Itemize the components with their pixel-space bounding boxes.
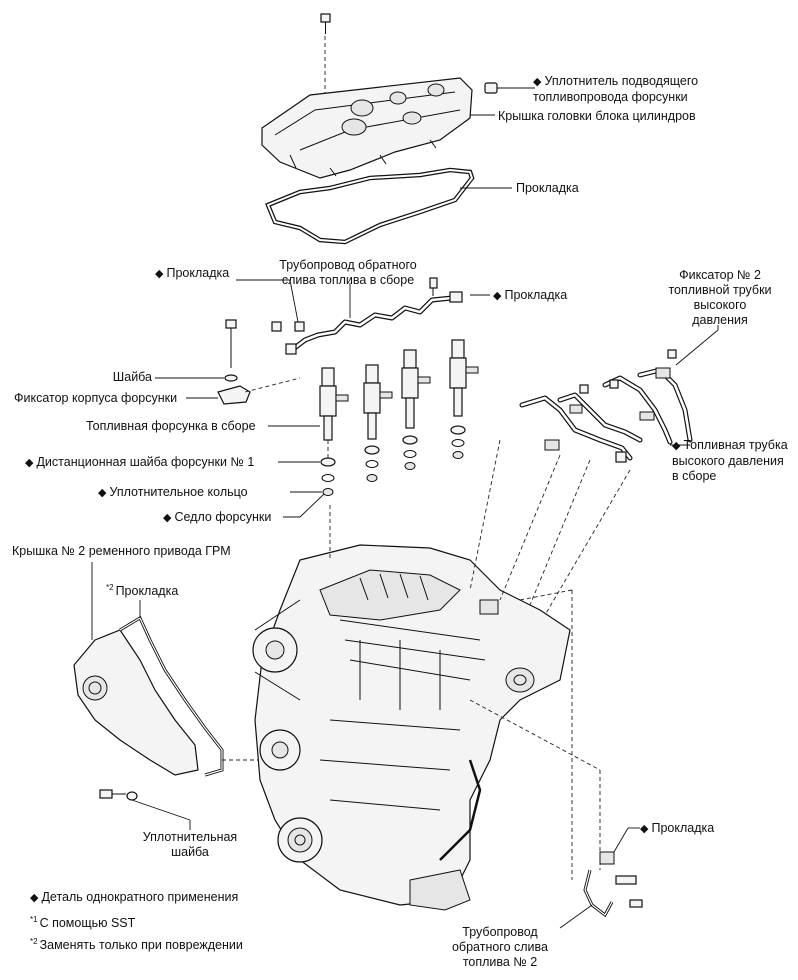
label-sealing-washer: Уплотнительная шайба xyxy=(142,830,238,859)
cylinder-head-cover xyxy=(261,77,473,179)
label-injector-seat: ◆Седло форсунки xyxy=(163,510,272,524)
legend-non-reusable: ◆Деталь однократного применения xyxy=(30,890,239,904)
timing-belt-cover-2 xyxy=(73,562,260,777)
label-injector-clamp: Фиксатор корпуса форсунки xyxy=(14,391,178,405)
label-injector-seal: ◆Уплотнитель подводящего топливопровода … xyxy=(533,74,699,104)
injector-3 xyxy=(401,349,431,470)
cover-bolt xyxy=(320,13,331,34)
injector-4 xyxy=(449,339,479,459)
label-injector-spacer: ◆Дистанционная шайба форсунки № 1 xyxy=(25,455,255,469)
high-pressure-pipe-assembly xyxy=(519,325,719,463)
label-cylinder-head-cover: Крышка головки блока цилиндров xyxy=(498,109,696,123)
label-o-ring: ◆Уплотнительное кольцо xyxy=(98,485,248,499)
fuel-return-pipe-assembly xyxy=(236,277,490,355)
fuel-return-pipe-2 xyxy=(559,827,643,929)
injector-1 xyxy=(268,367,349,518)
injector-2 xyxy=(363,364,393,482)
cover-gasket xyxy=(265,167,512,245)
label-washer: Шайба xyxy=(112,370,152,384)
label-return-pipe-assembly: Трубопровод обратного слива топлива в сб… xyxy=(279,258,417,287)
label-return-gasket-left: ◆Прокладка xyxy=(155,266,230,280)
engine-block xyxy=(252,544,571,911)
label-return-pipe-2: Трубопровод обратного слива топлива № 2 xyxy=(451,925,548,969)
label-timing-cover-2: Крышка № 2 ременного привода ГРМ xyxy=(12,544,231,558)
timing-cover-bolt xyxy=(99,789,191,830)
label-cover-gasket: Прокладка xyxy=(516,181,579,195)
label-injector-assembly: Топливная форсунка в сборе xyxy=(86,419,256,433)
label-hp-pipe-clamp-2: Фиксатор № 2 топливной трубки высокого д… xyxy=(668,268,772,327)
label-return-gasket-right: ◆Прокладка xyxy=(493,288,568,302)
label-bottom-gasket: ◆Прокладка xyxy=(640,821,715,835)
injector-feed-seal xyxy=(484,82,535,94)
label-hp-pipe-assembly: ◆Топливная трубка высокого давления в сб… xyxy=(672,438,788,483)
injector-clamp-bolt xyxy=(155,319,301,405)
